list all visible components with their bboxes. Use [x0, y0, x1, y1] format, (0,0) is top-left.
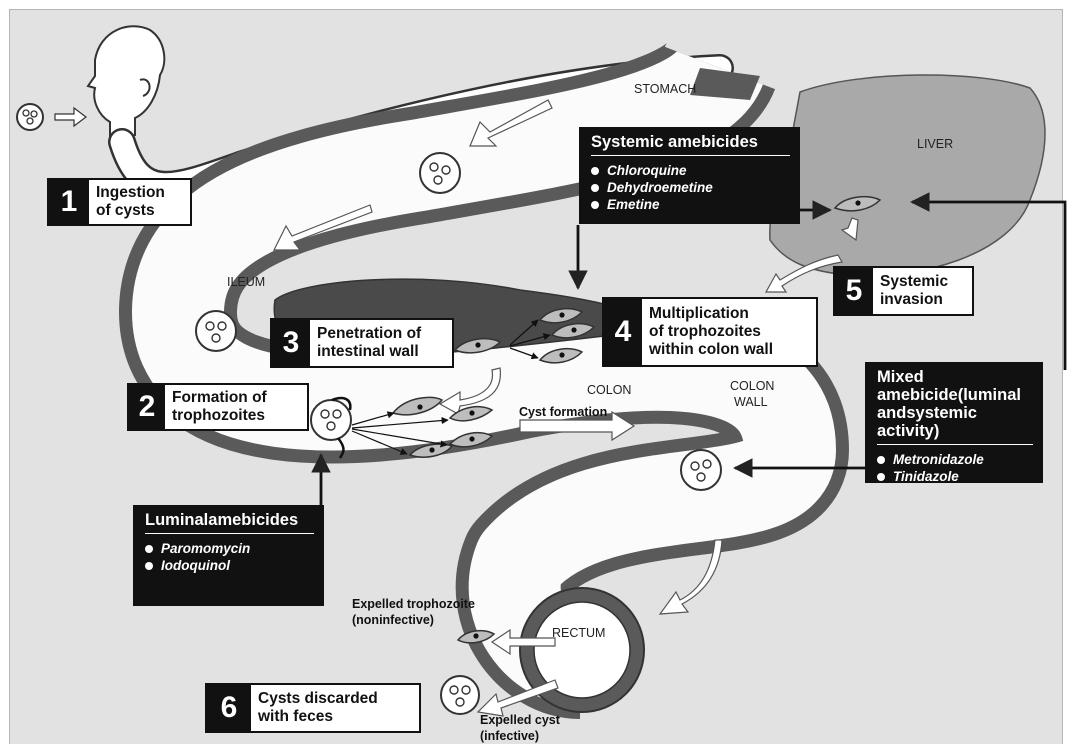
drug-name: Metronidazole [893, 452, 984, 467]
step-number: 3 [272, 320, 310, 366]
drug-item: Iodoquinol [145, 557, 314, 574]
mixed-amebicide-box: Mixed amebicide(luminal andsystemic acti… [865, 362, 1043, 485]
multiplication-arrows [351, 319, 551, 455]
step-number: 6 [207, 685, 251, 731]
drug-name: Iodoquinol [161, 558, 230, 573]
text-line: Formation of [172, 389, 267, 406]
liver [769, 74, 1046, 277]
step-number: 5 [835, 268, 873, 314]
text-line: of trophozoites [649, 323, 761, 340]
expelled-cyst-label: Expelled cyst (infective) [480, 713, 563, 743]
stomach-label: STOMACH [634, 82, 696, 96]
text-line: trophozoites [172, 407, 265, 424]
flow-arrows [273, 99, 859, 717]
text-line: Systemic amebicides [591, 133, 758, 151]
ingestion-arrow [54, 106, 87, 128]
step-number: 2 [129, 385, 165, 429]
liver-label: LIVER [917, 137, 953, 151]
drug-box-title: Luminalamebicides [145, 511, 314, 534]
text-line: Systemic [880, 273, 949, 290]
text-line: amebicides [208, 511, 299, 529]
cyst-nuclei [205, 162, 712, 707]
text-line: within colon wall [649, 341, 773, 358]
bullet-icon [145, 544, 153, 553]
human-head-icon [86, 25, 166, 142]
drug-item: Dehydroemetine [591, 179, 790, 196]
text-line: with feces [258, 708, 333, 725]
drug-name: Tinidazole [893, 469, 959, 484]
text-line: Mixed amebicide [877, 368, 958, 404]
step-number: 1 [49, 180, 89, 224]
bullet-icon [877, 472, 885, 481]
cyst-icons [195, 152, 722, 715]
bullet-icon [591, 183, 599, 192]
drug-item: Paromomycin [145, 540, 314, 557]
drug-item: Emetine [591, 196, 790, 213]
drug-item: Chloroquine [591, 162, 790, 179]
drug-item: Tinidazole [877, 468, 1033, 485]
text-line: (luminal and [877, 386, 1021, 422]
drug-name: Chloroquine [607, 163, 687, 178]
bullet-icon [591, 166, 599, 175]
bullet-icon [591, 200, 599, 209]
ileum-label: ILEUM [227, 275, 265, 289]
drug-box-title: Systemic amebicides [591, 133, 790, 156]
text-line: systemic activity) [877, 404, 977, 440]
step-number: 4 [604, 299, 642, 365]
text-line: Ingestion [96, 184, 165, 201]
drug-name: Emetine [607, 197, 660, 212]
rectum-label: RECTUM [552, 626, 605, 640]
drug-name: Paromomycin [161, 541, 251, 556]
colon-label: COLON [587, 383, 631, 397]
text-line: Penetration of [317, 325, 422, 342]
bullet-icon [145, 561, 153, 570]
text-line: Multiplication [649, 305, 749, 322]
bullet-icon [877, 455, 885, 464]
colon-wall-label: COLON WALL [730, 379, 778, 409]
text-line: Cysts discarded [258, 690, 378, 707]
text-line: intestinal wall [317, 343, 419, 360]
expelled-trophozoite-label: Expelled trophozoite (noninfective) [352, 597, 478, 627]
text-line: Luminal [145, 511, 209, 529]
cyst-formation-label: Cyst formation [519, 405, 607, 419]
drug-item: Metronidazole [877, 451, 1033, 468]
drug-name: Dehydroemetine [607, 180, 713, 195]
trophozoite-icons [391, 195, 882, 644]
drug-box-title: Mixed amebicide(luminal andsystemic acti… [877, 368, 1033, 445]
text-line: invasion [880, 291, 943, 308]
text-line: of cysts [96, 202, 155, 219]
ingested-cyst-icon [16, 103, 44, 131]
drug-action-arrows [311, 192, 1067, 505]
